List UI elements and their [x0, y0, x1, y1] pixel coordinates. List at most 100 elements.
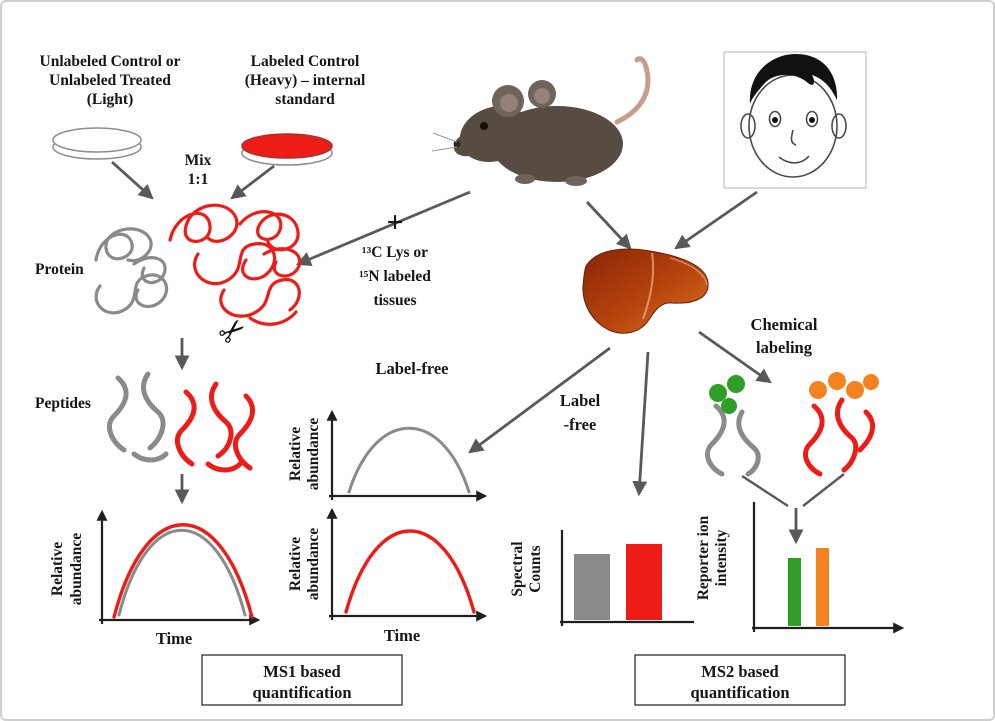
chem-peptide-red-2 [835, 397, 859, 473]
ms2-box-border [634, 654, 846, 706]
person-mouth [778, 155, 810, 164]
spectral-bar-gray [574, 554, 610, 620]
spectral-ylabel-line1: Spectral [509, 541, 526, 597]
person-nose [790, 129, 797, 146]
light-dish-illustration [52, 127, 142, 160]
chemical-labeling-label: Chemical labeling [751, 315, 818, 357]
arrow-mouse-to-liver [585, 201, 632, 250]
peptide-red-4 [205, 461, 243, 473]
person-ear-right [831, 113, 847, 139]
labeled-line1: Labeled Control [251, 53, 360, 70]
chemical-line2: labeling [756, 338, 813, 357]
protein-red-3 [238, 210, 300, 252]
person-hair [749, 54, 838, 104]
labelfree-top-ylabel-line1: Relative [287, 427, 304, 481]
label-free-ms1-label: Label-free [375, 359, 448, 378]
heavy-dish-illustration [241, 133, 333, 166]
line-green-converge [741, 474, 789, 508]
labelfree-chart-xlabel: Time [384, 626, 420, 645]
mouse-whisker-1 [432, 132, 458, 143]
ms1-box-line2: quantification [252, 683, 351, 702]
chem-peptide-red-3 [857, 409, 876, 453]
peptide-gray-3 [131, 451, 169, 463]
arrow-liver-to-spectral-chart [632, 351, 650, 497]
orange-tag-4 [863, 374, 879, 390]
spectral-bar-red [626, 544, 662, 620]
label-free-ms2-line2: -free [564, 415, 597, 434]
person-ear-left [740, 113, 756, 139]
protein-gray-2 [94, 273, 169, 315]
labeled-control-label: Labeled Control (Heavy) – internal stand… [245, 53, 366, 108]
ms2-box-line1: MS2 based [701, 662, 778, 681]
mouse-foot-back [565, 176, 587, 186]
labelfree-bottom-ylabel-line2: abundance [305, 528, 322, 600]
chem-peptide-gray-2 [736, 409, 761, 477]
mix-label: Mix 1:1 [185, 152, 212, 188]
ms1-box-border [201, 654, 403, 706]
peptide-red-1 [175, 389, 197, 467]
label-free-ms2-line1: Label [560, 391, 601, 410]
heavy-dish-top [241, 133, 333, 159]
ms2-box-line2: quantification [690, 683, 789, 702]
protein-gray-1 [94, 227, 153, 263]
plus-sign: + [386, 206, 403, 239]
arrow-light-dish-to-mix [111, 160, 154, 200]
ms2-quantification-box: MS2 based quantification [634, 654, 846, 706]
line-orange-converge [802, 473, 845, 507]
light-dish-top [52, 127, 142, 153]
peptide-squiggles [107, 371, 256, 473]
mouse-snout [453, 129, 491, 157]
chem-peptide-gray-1 [705, 403, 727, 477]
label-free-ms2-label: Label -free [560, 391, 601, 434]
labelfree-top-ylabel-line2: abundance [305, 418, 322, 490]
labelfree-bottom-ylabel-line1: Relative [287, 537, 304, 591]
green-tag-1 [709, 384, 727, 402]
arrow-liver-to-labelfree-charts [468, 346, 611, 454]
person-eye-right [805, 110, 819, 128]
mouse-nose [453, 140, 461, 148]
silac-curve-gray [117, 528, 247, 617]
isotope-line2: ¹⁵N labeled [359, 268, 431, 285]
reporter-bar-green [788, 558, 801, 626]
protein-red-1 [168, 203, 239, 243]
mix-line1: Mix [185, 152, 212, 169]
unlabeled-line3: (Light) [87, 91, 134, 108]
labelfree-chart-bottom: Relative abundance Time [287, 507, 488, 645]
chemical-line1: Chemical [751, 315, 818, 334]
ms1-box-line1: MS1 based [263, 662, 340, 681]
person-pupil-right [809, 117, 815, 123]
person-illustration [723, 51, 867, 189]
protein-red-5 [262, 247, 302, 278]
green-tag-2 [727, 375, 745, 393]
silac-chart-xlabel: Time [156, 629, 192, 648]
liver-body [582, 248, 709, 334]
labeled-line3: standard [275, 91, 335, 108]
protein-gray-3 [132, 256, 167, 285]
silac-elution-chart: Relative abundance Time [49, 509, 261, 648]
peptides-label: Peptides [35, 395, 91, 412]
peptide-gray-2 [141, 371, 166, 451]
reporter-ylabel-line2: intensity [713, 529, 730, 586]
reporter-ion-chart: Reporter ion intensity [695, 502, 905, 634]
silac-chart-ylabel-line1: Relative [49, 542, 66, 596]
arrow-liver-to-chemical-labeling [698, 330, 772, 384]
mouse-ear-right-inner [534, 88, 550, 104]
protein-red-4 [219, 278, 301, 318]
reporter-ylabel-line1: Reporter ion [695, 515, 712, 600]
person-eye-left [768, 110, 782, 128]
labelfree-top-curve-gray [347, 426, 471, 494]
spectral-counts-chart: Spectral Counts [509, 530, 694, 626]
isotope-line1: ¹³C Lys or [362, 244, 428, 261]
unlabeled-line1: Unlabeled Control or [40, 53, 181, 70]
silac-curve-red [112, 523, 254, 619]
protein-red-6 [248, 310, 298, 326]
unlabeled-control-label: Unlabeled Control or Unlabeled Treated (… [40, 53, 181, 108]
ms1-quantification-box: MS1 based quantification [201, 654, 403, 706]
isotope-label: ¹³C Lys or ¹⁵N labeled tissues [359, 244, 431, 309]
mouse-ear-left-inner [500, 94, 518, 112]
silac-chart-ylabel-line2: abundance [68, 533, 85, 605]
peptide-red-3 [233, 393, 256, 471]
green-tag-3 [721, 398, 737, 414]
